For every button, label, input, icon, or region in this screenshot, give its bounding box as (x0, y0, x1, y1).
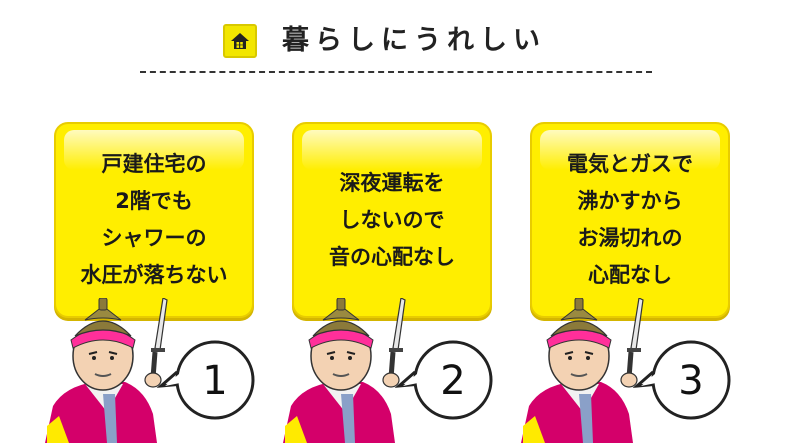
number-bubble-3: 3 (632, 340, 731, 420)
card-line: シャワーの (101, 226, 207, 250)
benefit-card-2: 深夜運転を しないので 音の心配なし (292, 122, 492, 318)
number-2: 2 (440, 358, 465, 404)
page-title: 暮らしにうれしい (282, 25, 546, 56)
card-line: 電気とガスで (567, 152, 693, 176)
card-line: しないので (339, 207, 445, 232)
card-line: お湯切れの (577, 226, 683, 250)
number-3: 3 (678, 358, 703, 404)
home-icon (223, 24, 257, 58)
benefit-card-text: 電気とガスで 沸かすから お湯切れの 心配なし (532, 124, 728, 316)
card-line: 深夜運転を (339, 170, 445, 195)
card-line: 音の心配なし (329, 244, 455, 269)
card-line: 2階でも (115, 189, 193, 213)
card-line: 沸かすから (577, 189, 683, 213)
card-line: 心配なし (588, 263, 672, 287)
samurai-mascot-icon (283, 298, 406, 443)
benefit-card-text: 深夜運転を しないので 音の心配なし (294, 124, 490, 316)
card-line: 水圧が落ちない (80, 263, 228, 287)
benefit-card-text: 戸建住宅の 2階でも シャワーの 水圧が落ちない (56, 124, 252, 316)
benefit-card-3: 電気とガスで 沸かすから お湯切れの 心配なし (530, 122, 730, 318)
samurai-mascot-icon (521, 298, 644, 443)
benefit-card-1: 戸建住宅の 2階でも シャワーの 水圧が落ちない (54, 122, 254, 318)
samurai-character-3: 3 (521, 298, 731, 443)
card-line: 戸建住宅の (101, 152, 207, 176)
number-1: 1 (202, 358, 227, 404)
number-bubble-1: 1 (156, 340, 255, 420)
samurai-mascot-icon (45, 298, 168, 443)
samurai-character-2: 2 (283, 298, 493, 443)
divider (140, 71, 652, 73)
samurai-character-1: 1 (45, 298, 255, 443)
number-bubble-2: 2 (394, 340, 493, 420)
